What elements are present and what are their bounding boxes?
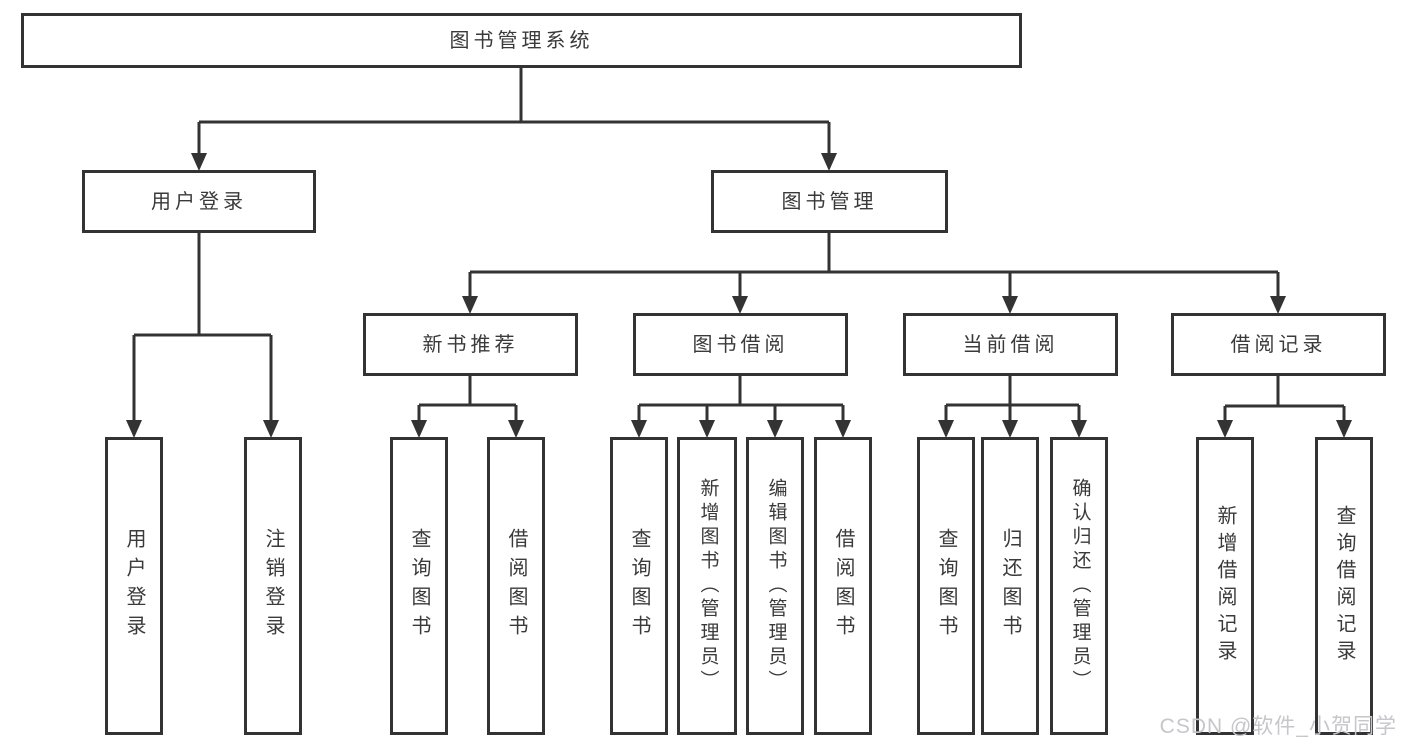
node-new-book-recommend: 新书推荐 [363,313,578,376]
node-borrowing-records: 借阅记录 [1171,313,1386,376]
arrowhead-icons [126,153,1352,438]
node-borrow-add-books-admin: 新增图书（管理员） [677,437,737,735]
node-current-confirm-return-admin: 确认归还（管理员） [1050,437,1108,735]
csdn-watermark: CSDN @软件_小贺同学 [1159,715,1397,738]
node-borrow-edit-books-admin: 编辑图书（管理员） [746,437,804,735]
node-logout: 注销登录 [244,437,302,735]
node-user-login: 用户登录 [82,170,316,233]
node-current-query-books: 查询图书 [917,437,975,735]
node-records-query-record: 查询借阅记录 [1315,437,1373,735]
node-root: 图书管理系统 [21,13,1022,68]
node-records-add-record: 新增借阅记录 [1196,437,1254,735]
node-book-management: 图书管理 [711,170,948,233]
node-current-return-books: 归还图书 [981,437,1039,735]
node-current-borrowing: 当前借阅 [903,313,1118,376]
node-borrow-borrow-books: 借阅图书 [814,437,872,735]
node-book-borrowing: 图书借阅 [633,313,848,376]
node-user-login-leaf: 用户登录 [105,437,163,735]
node-newbook-borrow-books: 借阅图书 [487,437,545,735]
node-newbook-query-books: 查询图书 [390,437,448,735]
node-borrow-query-books: 查询图书 [610,437,668,735]
